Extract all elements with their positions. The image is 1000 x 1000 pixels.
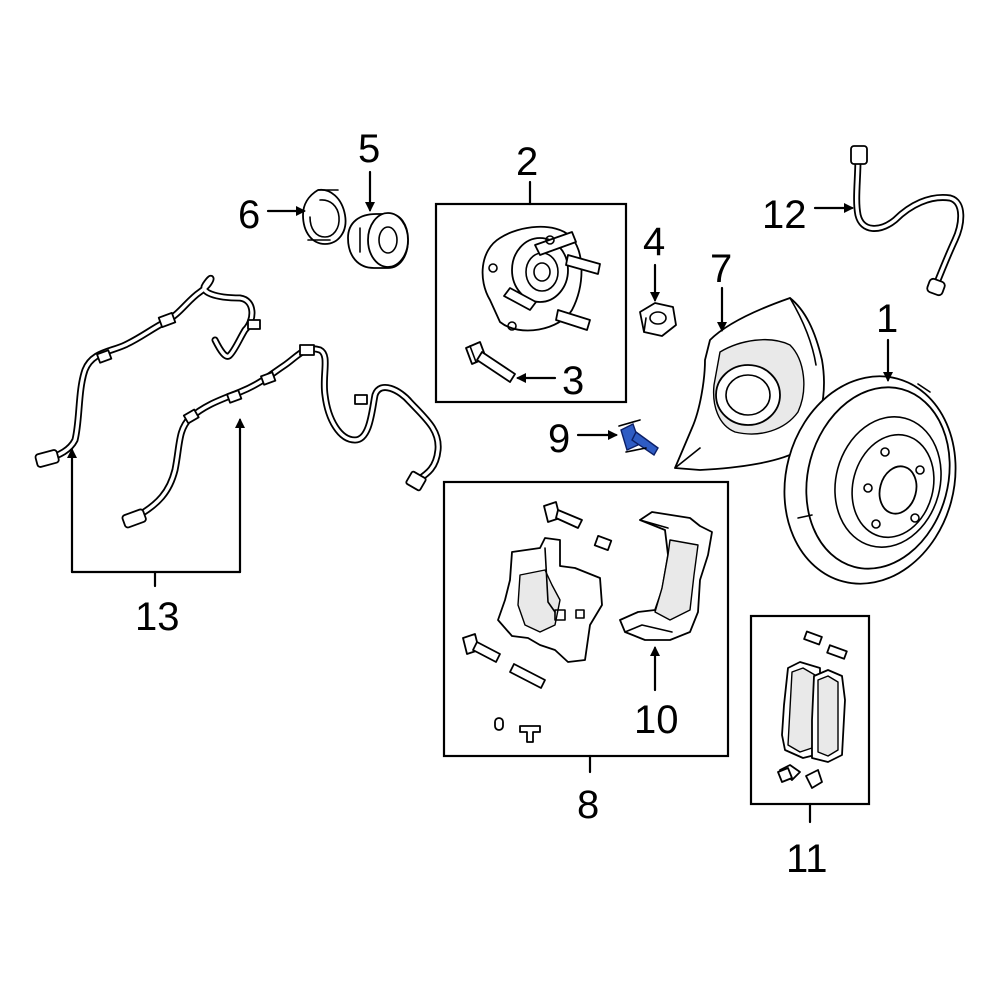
part-9-caliper-bolt[interactable] bbox=[618, 419, 659, 457]
part-13-wheel-speed-harness[interactable] bbox=[34, 275, 442, 529]
callout-9[interactable]: 9 bbox=[548, 417, 570, 461]
part-12-sensor-wire[interactable] bbox=[850, 145, 965, 297]
part-13-leader-bracket bbox=[67, 418, 245, 588]
callout-13[interactable]: 13 bbox=[135, 595, 180, 639]
part-5-bearing[interactable] bbox=[347, 212, 409, 269]
callout-12[interactable]: 12 bbox=[762, 193, 807, 237]
callout-3[interactable]: 3 bbox=[562, 359, 584, 403]
callout-6[interactable]: 6 bbox=[238, 193, 260, 237]
part-8-box bbox=[442, 480, 730, 758]
callout-10[interactable]: 10 bbox=[634, 698, 679, 742]
part-8-caliper-assembly[interactable] bbox=[462, 501, 613, 743]
part-3-hub-bolt[interactable] bbox=[465, 341, 516, 383]
callout-1[interactable]: 1 bbox=[876, 297, 898, 341]
part-4-nut[interactable] bbox=[639, 302, 677, 337]
callout-8[interactable]: 8 bbox=[577, 783, 599, 827]
part-7-splash-shield[interactable] bbox=[674, 297, 825, 471]
part-1-rotor[interactable] bbox=[762, 357, 979, 603]
callout-7[interactable]: 7 bbox=[710, 247, 732, 291]
part-6-snap-ring[interactable] bbox=[302, 188, 347, 245]
callout-5[interactable]: 5 bbox=[358, 127, 380, 171]
part-11-brake-pads[interactable] bbox=[777, 630, 848, 789]
callout-2[interactable]: 2 bbox=[516, 140, 538, 184]
callout-11[interactable]: 11 bbox=[786, 837, 828, 881]
callout-4[interactable]: 4 bbox=[643, 220, 665, 264]
part-10-caliper-bracket[interactable] bbox=[619, 511, 713, 641]
part-2-hub[interactable] bbox=[481, 225, 601, 332]
